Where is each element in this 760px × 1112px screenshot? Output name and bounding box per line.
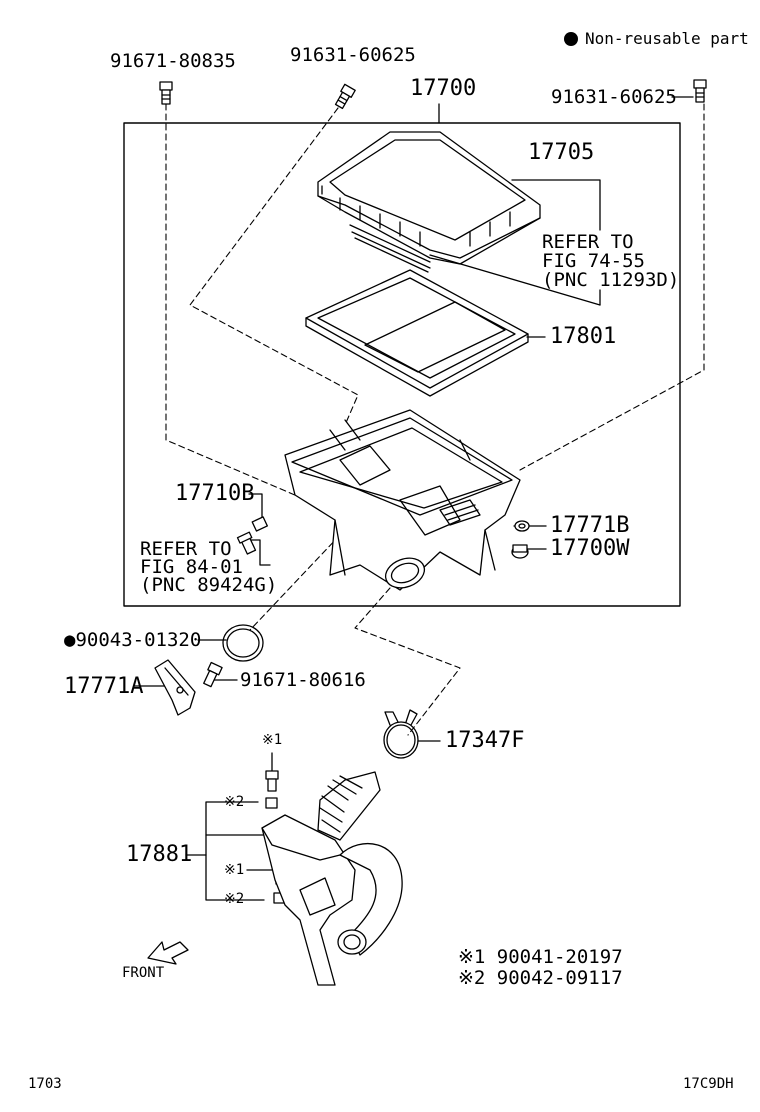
air-filter-element xyxy=(305,269,529,397)
part-number-17771b: 17771B xyxy=(550,513,630,538)
part-number-91671-80616: 91671-80616 xyxy=(240,669,366,691)
bolt-mark1-top-icon xyxy=(265,770,279,792)
mark-1-top: ※1 xyxy=(262,732,283,748)
note-mark-2: ※2 90042-09117 xyxy=(458,967,623,989)
bolt-91631-60625-left-icon xyxy=(334,83,356,110)
part-number-17705: 17705 xyxy=(528,140,595,165)
front-arrow-icon xyxy=(147,941,189,965)
air-cleaner-case xyxy=(284,409,521,591)
refer-fig-74-55-line1: REFER TO xyxy=(542,231,634,253)
part-number-91671-80835: 91671-80835 xyxy=(110,50,236,72)
part-number-17700: 17700 xyxy=(410,76,477,101)
refer-fig-84-01-line1: REFER TO xyxy=(140,538,232,560)
part-number-17700w: 17700W xyxy=(550,536,630,561)
bolt-91631-60625-right-icon xyxy=(693,79,707,103)
intake-duct-17881 xyxy=(261,771,403,986)
air-cleaner-cover xyxy=(317,131,541,273)
part-number-17881: 17881 xyxy=(126,842,193,867)
legend-text: Non-reusable part xyxy=(585,29,749,48)
note-mark-1: ※1 90041-20197 xyxy=(458,946,623,968)
footer-diagram-code: 17C9DH xyxy=(683,1076,734,1092)
part-number-17710b: 17710B xyxy=(175,481,255,506)
front-label: FRONT xyxy=(122,965,165,981)
gasket-90043-01320-icon xyxy=(222,624,264,662)
bracket-17771a-icon xyxy=(154,659,196,716)
nut-17700w-icon xyxy=(511,544,529,559)
refer-fig-84-01-line3: (PNC 89424G) xyxy=(140,574,278,596)
bolt-17710b-icon xyxy=(236,516,268,555)
outlet-pipe xyxy=(384,557,426,589)
part-number-91631-60625-left: 91631-60625 xyxy=(290,44,416,66)
mark-2-mid: ※2 xyxy=(224,891,245,907)
footer-figure-number: 1703 xyxy=(28,1076,62,1092)
part-number-17771a: 17771A xyxy=(64,674,144,699)
bolt-91671-80835-icon xyxy=(159,81,173,105)
refer-fig-84-01-line2: FIG 84-01 xyxy=(140,556,243,578)
legend-bullet-icon xyxy=(564,32,578,46)
hose-clamp-17347f-icon xyxy=(383,709,419,759)
refer-fig-74-55-line2: FIG 74-55 xyxy=(542,250,645,272)
mark-2-top: ※2 xyxy=(224,794,245,810)
nut-mark2-top-icon xyxy=(265,797,278,809)
mark-1-mid: ※1 xyxy=(224,862,245,878)
washer-17771b-icon xyxy=(514,520,530,532)
part-number-91631-60625-right: 91631-60625 xyxy=(551,86,677,108)
refer-fig-74-55-line3: (PNC 11293D) xyxy=(542,269,680,291)
part-number-17801: 17801 xyxy=(550,324,617,349)
assembly-box xyxy=(123,122,681,607)
part-number-17347f: 17347F xyxy=(445,728,525,753)
part-number-90043-01320: ●90043-01320 xyxy=(64,629,202,651)
bolt-91671-80616-icon xyxy=(203,661,223,688)
